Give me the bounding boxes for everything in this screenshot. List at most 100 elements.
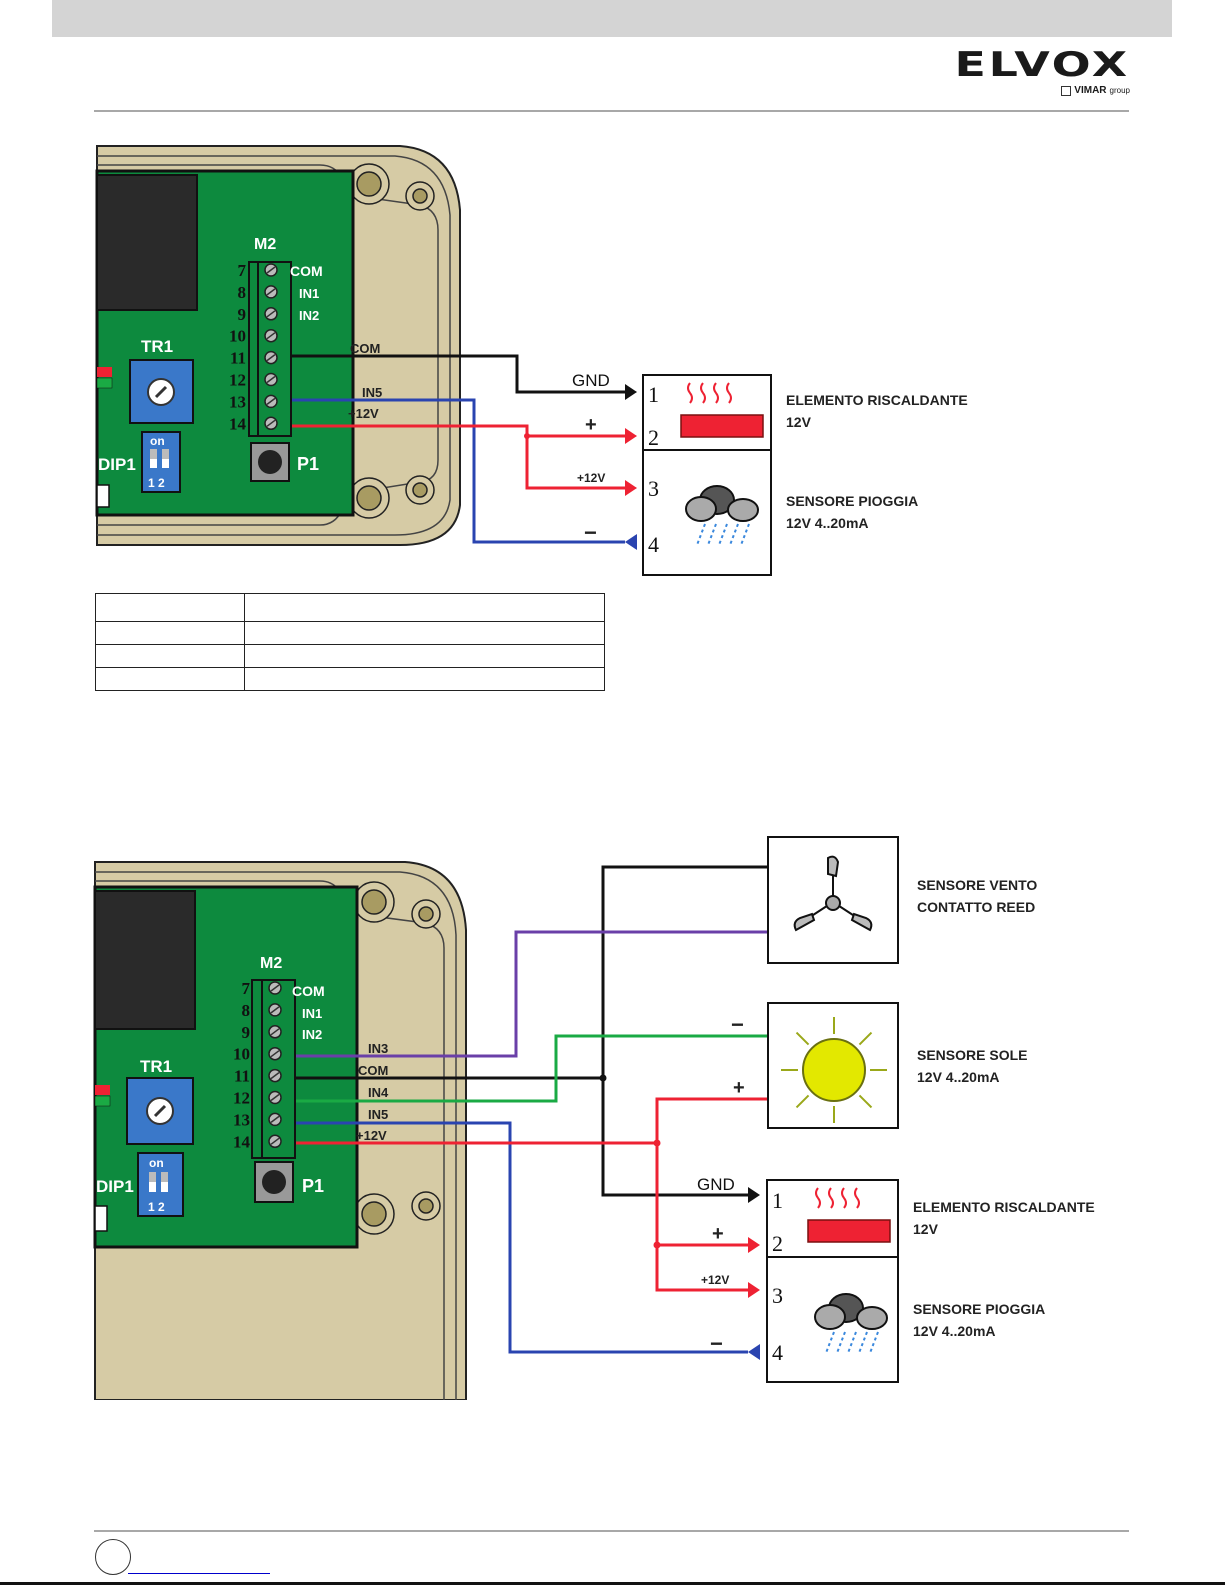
- arrow-icon: [748, 1344, 760, 1360]
- wire-label-plus12v: +12V: [348, 406, 379, 421]
- dip-label: DIP1: [96, 1177, 134, 1196]
- wire-label-plus12v: +12V: [356, 1128, 387, 1143]
- heat-waves-icon: [687, 382, 732, 404]
- pin-label-gnd: GND: [697, 1175, 735, 1194]
- terminal-number: 8: [242, 1001, 251, 1020]
- screw-hole: [353, 881, 441, 1235]
- led-red: [95, 1085, 110, 1095]
- heater-spec: 12V: [786, 414, 812, 430]
- terminal-number: 12: [233, 1089, 250, 1108]
- wire-in3: [296, 930, 767, 1058]
- heater-element-icon: [807, 1219, 891, 1243]
- sun-ray: [858, 1094, 873, 1109]
- wire-label-com: COM: [350, 341, 380, 356]
- sun-ray: [795, 1094, 810, 1109]
- dip-switch[interactable]: [137, 1152, 184, 1217]
- heater-device-box: [642, 374, 772, 451]
- button-label: P1: [297, 454, 319, 474]
- pin-number: 4: [648, 532, 659, 557]
- footer-link-underline[interactable]: [128, 1573, 270, 1574]
- terminal-number: 14: [229, 414, 247, 433]
- wind-sensor-spec: CONTATTO REED: [917, 899, 1035, 915]
- brand-name: ELVOX: [954, 45, 1130, 85]
- pin-number: 3: [648, 476, 659, 501]
- wire-com: [292, 354, 625, 394]
- wire-in5: [292, 398, 625, 544]
- pin-label-plus: +: [712, 1223, 724, 1245]
- vimar-logo-icon: [1061, 85, 1072, 96]
- brand-subtitle: VIMAR group: [1061, 85, 1130, 96]
- sun-ray: [858, 1031, 873, 1046]
- led-green: [94, 1095, 111, 1107]
- sun-sensor-spec: 12V 4..20mA: [917, 1069, 1000, 1085]
- heater-title: ELEMENTO RISCALDANTE: [786, 392, 968, 408]
- table-row: [95, 667, 605, 691]
- brand-logo: ELVOX VIMAR group: [955, 48, 1130, 103]
- heater-spec: 12V: [913, 1221, 939, 1237]
- pin-label-plus12v: +12V: [701, 1273, 729, 1287]
- wire-label-in3: IN3: [368, 1041, 388, 1056]
- wire-plus12v-bus: [655, 1097, 767, 1292]
- rain-sensor-spec: 12V 4..20mA: [786, 515, 869, 531]
- terminal-number: 13: [233, 1110, 250, 1129]
- brand-subtitle-suffix: group: [1109, 86, 1130, 95]
- arrow-icon: [625, 534, 637, 550]
- table-row: [95, 644, 605, 668]
- push-button-p1[interactable]: [254, 1161, 294, 1203]
- sun-icon: [781, 1017, 887, 1123]
- pin-number: 3: [772, 1283, 783, 1308]
- terminal-number: 9: [242, 1023, 251, 1042]
- trimmer-label: TR1: [140, 1057, 172, 1076]
- dip-label: DIP1: [98, 455, 136, 474]
- sun-sensor-title: SENSORE SOLE: [917, 1047, 1027, 1063]
- rain-cloud-icon: [685, 485, 759, 546]
- wind-sensor-title: SENSORE VENTO: [917, 877, 1037, 893]
- dip-on-label: on: [149, 1156, 164, 1170]
- wire-label-in4: IN4: [368, 1085, 389, 1100]
- wire-plus12v-branch: [525, 436, 625, 490]
- wire-label-in5: IN5: [362, 385, 382, 400]
- terminal-label-com: COM: [292, 983, 325, 999]
- pin-number: 1: [772, 1188, 783, 1213]
- table-row: [95, 593, 605, 622]
- pin-label-gnd: GND: [572, 371, 610, 390]
- terminal-number: 12: [229, 371, 246, 390]
- header-bar: [52, 0, 1172, 37]
- led-green: [96, 377, 113, 389]
- terminal-number: 11: [234, 1067, 250, 1086]
- table-row: [95, 621, 605, 645]
- pin-label-minus: −: [584, 520, 597, 545]
- terminal-number: 7: [238, 261, 247, 280]
- wire-label-in5: IN5: [368, 1107, 388, 1122]
- heater-title: ELEMENTO RISCALDANTE: [913, 1199, 1095, 1215]
- heater-device-box: [766, 1179, 899, 1258]
- empty-table: [95, 593, 605, 691]
- pin-number: 4: [772, 1340, 783, 1365]
- terminal-label-in2: IN2: [299, 308, 319, 323]
- anemometer-icon: [793, 855, 873, 932]
- rain-sensor-spec: 12V 4..20mA: [913, 1323, 996, 1339]
- pin-label-minus: −: [710, 1331, 723, 1356]
- arrow-icon: [748, 1237, 760, 1253]
- connector-label: M2: [260, 955, 282, 972]
- screw-hole: [348, 163, 435, 519]
- arrow-icon: [625, 384, 637, 400]
- wire-in4: [296, 1034, 767, 1103]
- heater-element-icon: [680, 414, 764, 438]
- terminal-number: 13: [229, 392, 246, 411]
- terminal-number: 10: [229, 327, 246, 346]
- dip-positions-label: 1 2: [148, 476, 165, 490]
- dip-switch[interactable]: [141, 431, 181, 493]
- trimmer-label: TR1: [141, 337, 173, 356]
- terminal-number: 8: [238, 283, 247, 302]
- brand-subtitle-text: VIMAR: [1074, 85, 1107, 96]
- terminal-number: 14: [233, 1132, 251, 1151]
- terminal-number: 9: [238, 305, 247, 324]
- pin-label-plus12v: +12V: [577, 471, 605, 485]
- dip-positions-label: 1 2: [148, 1200, 165, 1214]
- pin-label-plus: +: [585, 414, 597, 436]
- connector-stub: [96, 484, 110, 508]
- arrow-icon: [625, 428, 637, 444]
